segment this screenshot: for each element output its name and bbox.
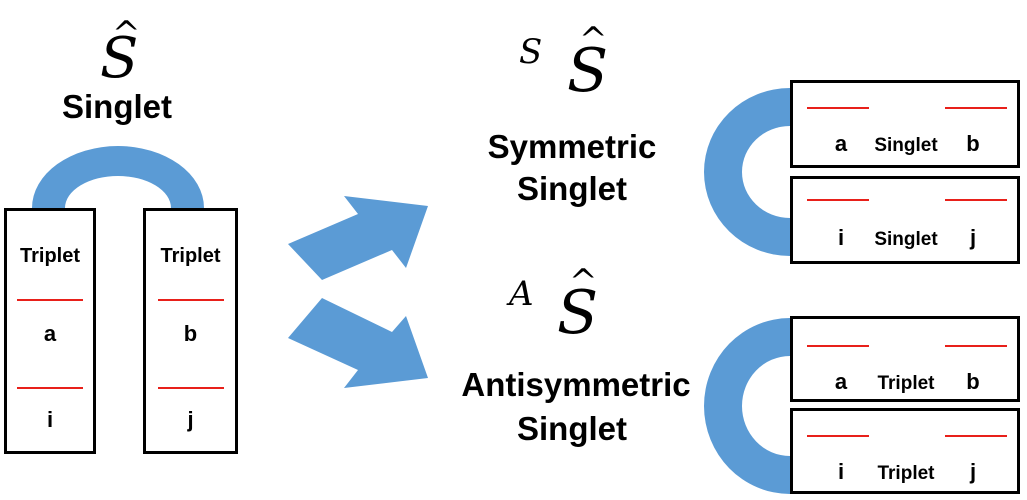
level-line bbox=[945, 199, 1007, 201]
box-header: Triplet bbox=[19, 245, 80, 267]
orbital-label: a bbox=[834, 131, 848, 156]
left-coupling-arc bbox=[32, 146, 204, 208]
antisymmetric-coupling-arc bbox=[704, 318, 790, 494]
orbital-label: i bbox=[46, 407, 54, 432]
left-title: Singlet bbox=[61, 88, 172, 125]
level-line bbox=[17, 387, 83, 389]
level-line bbox=[945, 107, 1007, 109]
operator-s: S bbox=[567, 36, 609, 106]
symmetric-title-line2: Singlet bbox=[516, 170, 627, 207]
box-header: Triplet bbox=[160, 245, 221, 267]
antisymmetric-title-line1: Antisymmetric bbox=[461, 366, 691, 403]
arrow-to-antisymmetric bbox=[288, 298, 428, 388]
level-line bbox=[945, 435, 1007, 437]
spin-state-label: Singlet bbox=[874, 135, 938, 156]
left-operator: ^ S bbox=[94, 14, 154, 91]
orbital-label: b bbox=[966, 131, 980, 156]
symmetric-pair-box-top: a Singlet b bbox=[790, 80, 1020, 168]
level-line bbox=[807, 435, 869, 437]
level-line bbox=[945, 345, 1007, 347]
symmetric-title-line1: Symmetric bbox=[487, 128, 657, 165]
level-line bbox=[17, 299, 83, 301]
antisymmetric-pair-box-bottom: i Triplet j bbox=[790, 408, 1020, 494]
orbital-label: j bbox=[969, 225, 977, 250]
left-triplet-box-2: Triplet b j bbox=[143, 208, 238, 454]
hat-accent: ^ bbox=[569, 262, 598, 302]
hat-accent: ^ bbox=[112, 14, 141, 54]
orbital-label: i bbox=[837, 459, 845, 484]
arrow-to-symmetric bbox=[288, 196, 428, 280]
antisymmetric-operator: A ^ S bbox=[505, 262, 625, 352]
orbital-label: a bbox=[43, 321, 57, 346]
hat-accent: ^ bbox=[579, 20, 608, 60]
operator-s: S bbox=[100, 26, 139, 91]
level-line bbox=[807, 107, 869, 109]
orbital-label: i bbox=[837, 225, 845, 250]
orbital-label: a bbox=[834, 369, 848, 394]
level-line bbox=[158, 387, 224, 389]
orbital-label: j bbox=[187, 407, 194, 432]
level-line bbox=[807, 199, 869, 201]
antisymmetric-title-line2: Singlet bbox=[516, 410, 627, 447]
symmetric-coupling-arc bbox=[704, 88, 790, 256]
superscript: S bbox=[519, 32, 543, 72]
orbital-label: b bbox=[966, 369, 980, 394]
symmetric-pair-box-bottom: i Singlet j bbox=[790, 176, 1020, 264]
left-triplet-box-1: Triplet a i bbox=[4, 208, 96, 454]
spin-state-label: Triplet bbox=[877, 373, 935, 394]
antisymmetric-pair-box-top: a Triplet b bbox=[790, 316, 1020, 402]
orbital-label: j bbox=[969, 459, 977, 484]
orbital-label: b bbox=[183, 321, 198, 346]
level-line bbox=[158, 299, 224, 301]
level-line bbox=[807, 345, 869, 347]
spin-state-label: Triplet bbox=[877, 463, 935, 484]
operator-s: S bbox=[557, 278, 599, 348]
superscript: A bbox=[509, 274, 534, 314]
spin-state-label: Singlet bbox=[874, 229, 938, 250]
symmetric-operator: S ^ S bbox=[515, 20, 625, 106]
